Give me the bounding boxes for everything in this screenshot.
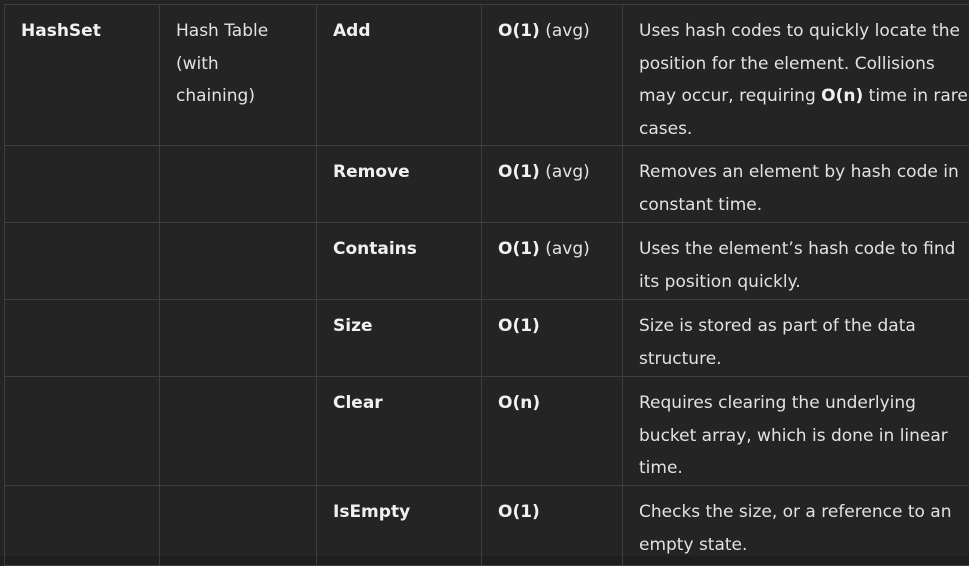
complexity-cell: O(1) (avg) [482, 223, 623, 300]
table-row: HashSet Hash Table (with chaining) Add O… [5, 5, 969, 146]
empty-cell [160, 377, 317, 486]
structure-cell: Hash Table (with chaining) [160, 5, 317, 146]
table-row: IsEmpty O(1) Checks the size, or a refer… [5, 486, 969, 566]
complexity-suffix: (avg) [540, 21, 590, 41]
operation-cell: Add [317, 5, 482, 146]
description-cell: Uses hash codes to quickly locate the po… [623, 5, 969, 146]
empty-cell [160, 486, 317, 566]
description-cell: Removes an element by hash code in const… [623, 146, 969, 223]
description-cell: Checks the size, or a reference to an em… [623, 486, 969, 566]
empty-cell [160, 223, 317, 300]
complexity-suffix: (avg) [540, 239, 590, 259]
complexity-cell: O(1) [482, 300, 623, 377]
operation-cell: IsEmpty [317, 486, 482, 566]
complexity-main: O(1) [498, 162, 540, 182]
complexity-table: HashSet Hash Table (with chaining) Add O… [4, 4, 969, 566]
empty-cell [5, 146, 160, 223]
empty-cell [5, 377, 160, 486]
description-cell: Requires clearing the underlying bucket … [623, 377, 969, 486]
complexity-cell: O(1) [482, 486, 623, 566]
complexity-suffix: (avg) [540, 162, 590, 182]
operation-cell: Size [317, 300, 482, 377]
empty-cell [160, 146, 317, 223]
complexity-cell: O(n) [482, 377, 623, 486]
empty-cell [5, 223, 160, 300]
complexity-cell: O(1) (avg) [482, 5, 623, 146]
complexity-main: O(1) [498, 239, 540, 259]
table-row: Clear O(n) Requires clearing the underly… [5, 377, 969, 486]
operation-cell: Clear [317, 377, 482, 486]
operation-cell: Contains [317, 223, 482, 300]
empty-cell [5, 300, 160, 377]
operation-cell: Remove [317, 146, 482, 223]
collection-cell: HashSet [5, 5, 160, 146]
description-cell: Uses the element’s hash code to find its… [623, 223, 969, 300]
table-row: Contains O(1) (avg) Uses the element’s h… [5, 223, 969, 300]
empty-cell [5, 486, 160, 566]
table-row: Size O(1) Size is stored as part of the … [5, 300, 969, 377]
description-cell: Size is stored as part of the data struc… [623, 300, 969, 377]
empty-cell [160, 300, 317, 377]
table-row: Remove O(1) (avg) Removes an element by … [5, 146, 969, 223]
complexity-main: O(1) [498, 21, 540, 41]
description-bold: O(n) [821, 86, 863, 106]
complexity-cell: O(1) (avg) [482, 146, 623, 223]
